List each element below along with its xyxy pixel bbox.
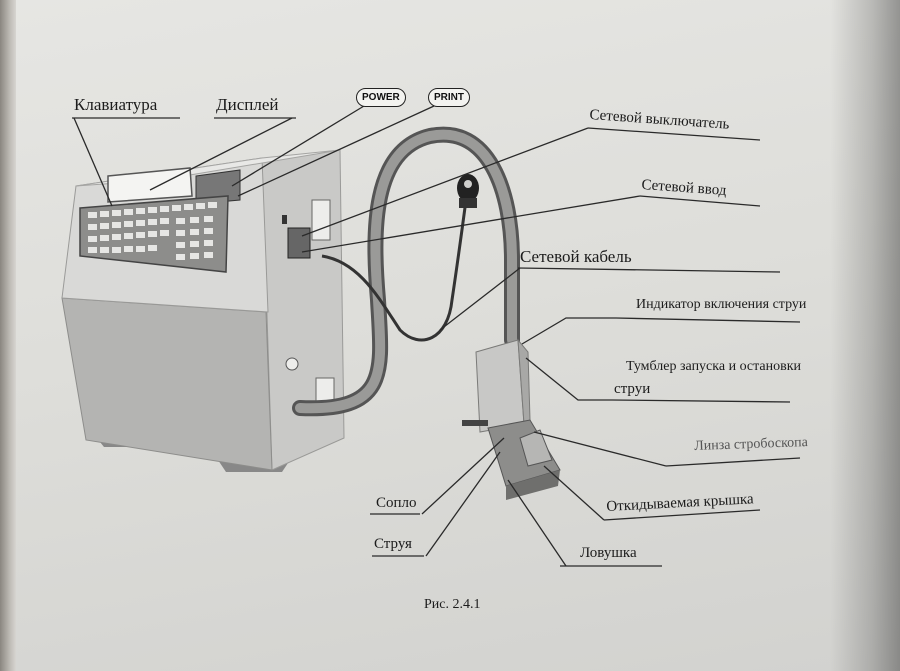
label-display: Дисплей xyxy=(216,95,279,114)
printer-body xyxy=(61,149,345,472)
label-trap: Ловушка xyxy=(580,545,637,561)
page-spine-edge xyxy=(0,0,16,671)
print-head xyxy=(462,338,561,500)
label-mains-cable: Сетевой кабель xyxy=(520,247,632,266)
page-shadow xyxy=(830,0,900,671)
print-button-icon: PRINT xyxy=(428,88,470,107)
label-jet-toggle-line1: Тумблер запуска и остановки xyxy=(626,359,802,374)
label-jet-indicator: Индикатор включения струи xyxy=(636,297,807,312)
label-jet-toggle-line2: струи xyxy=(614,381,651,397)
label-nozzle: Сопло xyxy=(376,495,417,511)
power-button-icon: POWER xyxy=(356,88,406,107)
power-plug xyxy=(457,174,479,208)
label-jet: Струя xyxy=(374,536,412,552)
figure-caption: Рис. 2.4.1 xyxy=(424,597,481,612)
mains-cable xyxy=(321,199,468,342)
label-keyboard: Клавиатура xyxy=(74,95,158,114)
